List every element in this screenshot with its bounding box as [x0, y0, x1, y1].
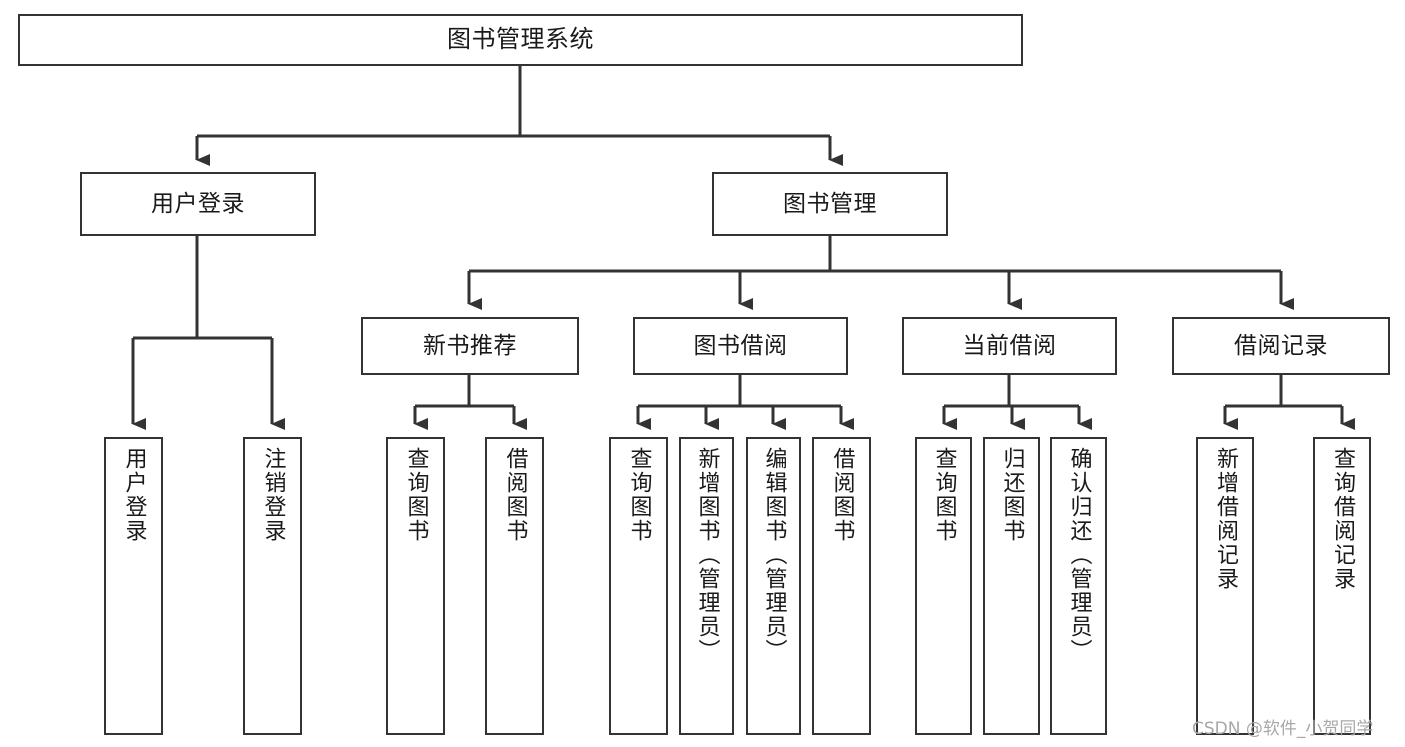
node-book-borrow[interactable]: 图书借阅 [633, 317, 848, 375]
node-label: 注销登录 [260, 447, 286, 543]
node-leaf-add-book[interactable]: 新增图书（管理员） [679, 437, 734, 735]
node-leaf-add-record[interactable]: 新增借阅记录 [1196, 437, 1254, 735]
node-label: 查询图书 [626, 447, 652, 543]
node-book-manage[interactable]: 图书管理 [712, 172, 948, 236]
node-leaf-borrow-book-1[interactable]: 借阅图书 [485, 437, 544, 735]
node-leaf-query-book-3[interactable]: 查询图书 [915, 437, 972, 735]
node-leaf-query-book-1[interactable]: 查询图书 [386, 437, 445, 735]
node-label: 图书借阅 [693, 332, 788, 359]
node-leaf-confirm-return[interactable]: 确认归还（管理员） [1050, 437, 1107, 735]
node-label: 查询图书 [931, 447, 957, 543]
node-label: 借阅记录 [1234, 332, 1328, 359]
node-label: 确认归还（管理员） [1066, 447, 1092, 663]
watermark-text: CSDN @软件_小贺同学 [1192, 719, 1374, 739]
node-leaf-return-book[interactable]: 归还图书 [983, 437, 1040, 735]
node-leaf-edit-book[interactable]: 编辑图书（管理员） [746, 437, 801, 735]
node-root-system[interactable]: 图书管理系统 [18, 14, 1023, 66]
node-leaf-borrow-book-2[interactable]: 借阅图书 [812, 437, 871, 735]
node-label: 当前借阅 [962, 332, 1057, 359]
node-leaf-logout[interactable]: 注销登录 [243, 437, 302, 735]
node-leaf-user-login[interactable]: 用户登录 [104, 437, 163, 735]
node-label: 新书推荐 [423, 332, 517, 359]
node-label: 图书管理系统 [447, 25, 594, 54]
node-label: 编辑图书（管理员） [761, 447, 787, 663]
node-current-borrow[interactable]: 当前借阅 [902, 317, 1117, 375]
node-label: 归还图书 [999, 447, 1025, 543]
node-borrow-record[interactable]: 借阅记录 [1172, 317, 1390, 375]
node-label: 图书管理 [783, 190, 877, 217]
node-label: 新增图书（管理员） [694, 447, 720, 663]
node-new-book-recommend[interactable]: 新书推荐 [361, 317, 579, 375]
node-label: 查询借阅记录 [1330, 447, 1355, 591]
node-label: 借阅图书 [502, 447, 528, 543]
node-label: 用户登录 [151, 190, 245, 217]
node-label: 借阅图书 [829, 447, 855, 543]
node-label: 新增借阅记录 [1213, 447, 1238, 591]
node-leaf-query-record[interactable]: 查询借阅记录 [1313, 437, 1371, 735]
node-label: 用户登录 [121, 447, 147, 543]
node-leaf-query-book-2[interactable]: 查询图书 [609, 437, 668, 735]
node-label: 查询图书 [403, 447, 429, 543]
node-user-login[interactable]: 用户登录 [80, 172, 316, 236]
